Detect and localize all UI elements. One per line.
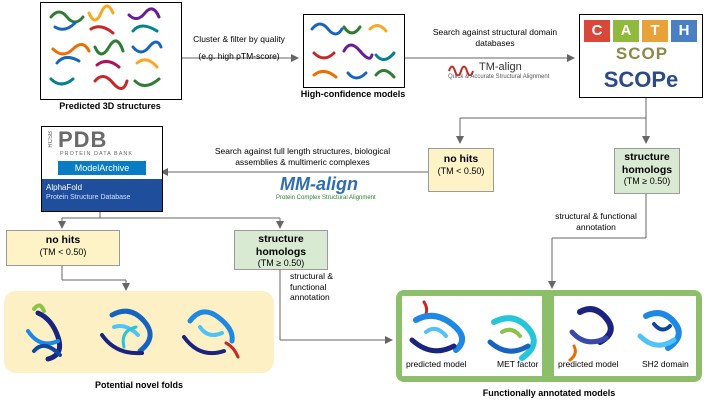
- homologs-right-sub: (TM ≥ 0.50): [623, 176, 671, 187]
- nohits-top-title: no hits: [443, 153, 479, 165]
- caption-novel: Potential novel folds: [94, 380, 183, 390]
- caption-predicted: Predicted 3D structures: [59, 101, 161, 111]
- nohits-top-sub: (TM < 0.50): [437, 165, 485, 176]
- label-sh2-domain: SH2 domain: [642, 359, 689, 369]
- alphafold-logo: AlphaFold Protein Structure Database: [42, 179, 162, 211]
- caption-annotated: Functionally annotated models: [482, 388, 616, 398]
- homologs-mid-sub: (TM ≥ 0.50): [257, 258, 305, 269]
- caption-high-confidence: High-confidence models: [300, 89, 406, 99]
- label-cluster: Cluster & filter by quality (e.g. high p…: [180, 34, 298, 61]
- tmalign-subtext: Quick & Accurate Structural Alignment: [448, 74, 550, 80]
- label-full-line1: Search against full length structures, b…: [214, 146, 391, 156]
- label-met-factor: MET factor: [497, 359, 539, 369]
- novel-folds-panel: [4, 291, 274, 373]
- rcsb-text: RCSB: [48, 131, 54, 148]
- label-annot-right-line1: structural & functional: [555, 211, 637, 221]
- structure-databases-box: RCSB PDB PROTEIN DATA BANK ModelArchive …: [41, 126, 163, 212]
- cath-t-tile: T: [642, 20, 668, 42]
- modelarchive-text: ModelArchive: [74, 163, 130, 173]
- wave-icon: [448, 65, 474, 76]
- label-domain-search: Search against structural domain databas…: [420, 27, 570, 48]
- homologs-mid-line1: structure: [258, 233, 304, 245]
- label-annotation-mid: structural & functional annotation: [290, 271, 360, 303]
- nohits-left-sub: (TM < 0.50): [39, 246, 87, 257]
- cath-c-tile: C: [584, 20, 610, 42]
- sh2-proteins-icon: [568, 306, 682, 362]
- label-full-line2: assemblies & multimeric complexes: [235, 156, 370, 167]
- mmalign-subtext: Protein Complex Structural Alignment: [276, 195, 376, 201]
- predicted-structures-image: [40, 2, 182, 100]
- protein-subset-icon: [310, 22, 396, 80]
- label-domain-line2: databases: [475, 37, 515, 48]
- label-annotation-right: structural & functional annotation: [548, 211, 644, 232]
- alphafold-subtext: Protein Structure Database: [46, 194, 131, 201]
- pdb-subtext: PROTEIN DATA BANK: [60, 151, 134, 157]
- tmalign-text: TM-align: [479, 61, 522, 73]
- cath-a-tile: A: [613, 20, 639, 42]
- label-annot-mid-line1: structural &: [290, 271, 333, 281]
- label-annot-mid-line3: annotation: [290, 292, 330, 303]
- annotated-panel: predicted model MET factor predicted mod…: [396, 290, 702, 382]
- mmalign-text: MM-align: [280, 174, 358, 194]
- nohits-left-title: no hits: [45, 234, 81, 246]
- nohits-top-box: no hits (TM < 0.50): [428, 148, 494, 192]
- novel-proteins-icon: [26, 303, 240, 362]
- homologs-right-line2: homologs: [621, 163, 673, 176]
- annotated-subpanel-right: predicted model SH2 domain: [554, 296, 696, 376]
- annotated-subpanel-left: predicted model MET factor: [402, 296, 542, 376]
- alphafold-text: AlphaFold: [46, 183, 83, 192]
- homologs-right-line1: structure: [624, 151, 670, 163]
- high-confidence-image: [303, 14, 405, 88]
- homologs-mid-line2: homologs: [255, 245, 307, 258]
- homologs-mid-box: structure homologs (TM ≥ 0.50): [234, 230, 328, 270]
- label-annot-mid-line2: functional: [290, 281, 327, 292]
- cath-h-tile: H: [671, 20, 697, 42]
- homologs-right-box: structure homologs (TM ≥ 0.50): [614, 148, 680, 194]
- label-cluster-line2: (e.g. high pTM-score): [198, 50, 280, 61]
- nohits-left-box: no hits (TM < 0.50): [6, 230, 120, 266]
- modelarchive-logo: ModelArchive: [58, 161, 146, 175]
- pdb-logo: PDB: [58, 127, 108, 152]
- scop-logo: SCOP: [615, 44, 669, 63]
- met-proteins-icon: [409, 300, 537, 361]
- label-domain-line1: Search against structural domain: [432, 27, 558, 37]
- label-full-search: Search against full length structures, b…: [190, 146, 415, 167]
- label-predicted-model-1: predicted model: [406, 359, 467, 369]
- tmalign-logo: TM-align Quick & Accurate Structural Ali…: [448, 61, 578, 84]
- scope-logo: SCOPe: [603, 67, 679, 92]
- mmalign-logo: MM-align Protein Complex Structural Alig…: [262, 174, 382, 206]
- label-predicted-model-2: predicted model: [558, 359, 619, 369]
- label-cluster-line1: Cluster & filter by quality: [193, 34, 285, 44]
- label-annot-right-line2: annotation: [576, 221, 616, 232]
- domain-databases-box: C A T H SCOP SCOPe: [579, 14, 703, 98]
- protein-grid-icon: [49, 4, 163, 90]
